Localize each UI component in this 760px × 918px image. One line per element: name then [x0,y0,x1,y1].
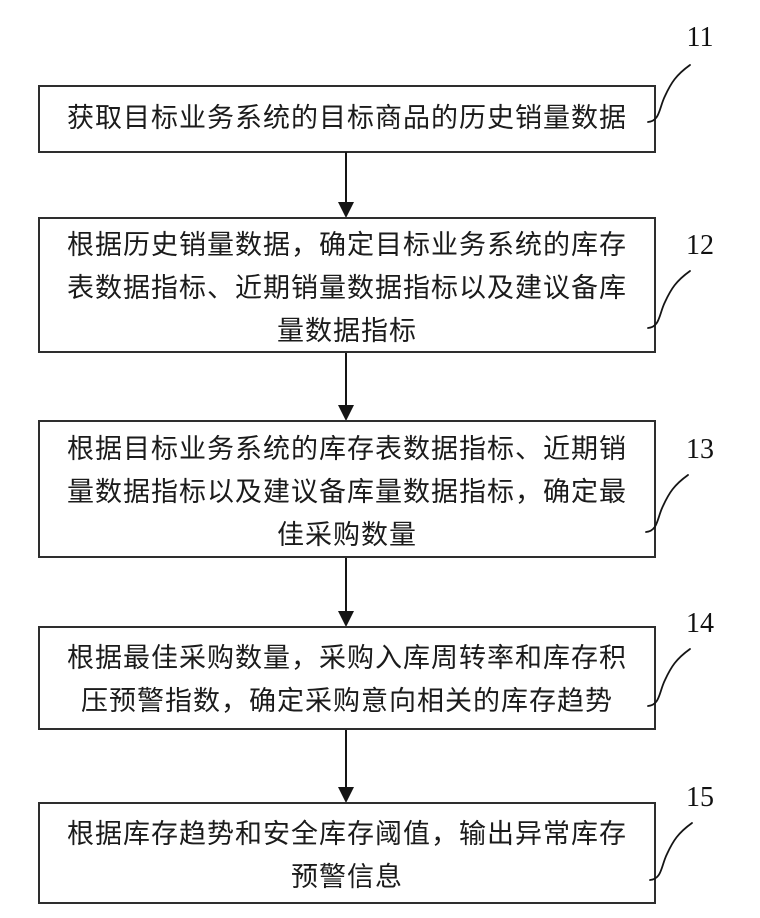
flow-step-1-text: 获取目标业务系统的目标商品的历史销量数据 [67,103,627,134]
flow-step-4-text: 压预警指数，确定采购意向相关的库存趋势 [81,686,613,717]
arrow-shaft [345,353,347,405]
arrow-head-icon [338,611,354,627]
arrow-head-icon [338,202,354,218]
flow-step-2-box: 根据历史销量数据，确定目标业务系统的库存 表数据指标、近期销量数据指标以及建议备… [38,217,656,353]
flow-step-5-box: 根据库存趋势和安全库存阈值，输出异常库存 预警信息 [38,802,656,904]
flow-step-4-text: 根据最佳采购数量，采购入库周转率和库存积 [67,643,627,674]
leader-curve-icon [648,818,694,882]
arrow-shaft [345,152,347,202]
flow-step-2-text: 量数据指标 [277,316,417,347]
arrow-head-icon [338,787,354,803]
flow-step-4-box: 根据最佳采购数量，采购入库周转率和库存积 压预警指数，确定采购意向相关的库存趋势 [38,626,656,730]
leader-curve-icon [646,266,692,330]
reference-numeral-14: 14 [686,608,714,639]
down-arrow-connector-1 [338,152,354,218]
leader-curve-icon [644,470,690,534]
leader-curve-icon [646,644,692,708]
down-arrow-connector-4 [338,730,354,803]
arrow-shaft [345,730,347,787]
down-arrow-connector-3 [338,558,354,627]
flow-step-3-text: 根据目标业务系统的库存表数据指标、近期销 [67,434,627,465]
arrow-shaft [345,558,347,611]
reference-numeral-13: 13 [686,434,714,465]
flow-step-2-text: 表数据指标、近期销量数据指标以及建议备库 [67,273,627,304]
flow-step-3-box: 根据目标业务系统的库存表数据指标、近期销 量数据指标以及建议备库量数据指标，确定… [38,420,656,558]
leader-curve-icon [646,60,692,124]
reference-numeral-11: 11 [686,22,714,53]
flow-step-1-box: 获取目标业务系统的目标商品的历史销量数据 [38,85,656,153]
reference-numeral-12: 12 [686,230,714,261]
down-arrow-connector-2 [338,353,354,421]
reference-numeral-15: 15 [686,782,714,813]
flow-step-3-text: 佳采购数量 [277,520,417,551]
flow-step-3-text: 量数据指标以及建议备库量数据指标，确定最 [67,477,627,508]
arrow-head-icon [338,405,354,421]
flow-step-5-text: 预警信息 [291,862,403,893]
flow-step-5-text: 根据库存趋势和安全库存阈值，输出异常库存 [67,819,627,850]
flow-step-2-text: 根据历史销量数据，确定目标业务系统的库存 [67,230,627,261]
